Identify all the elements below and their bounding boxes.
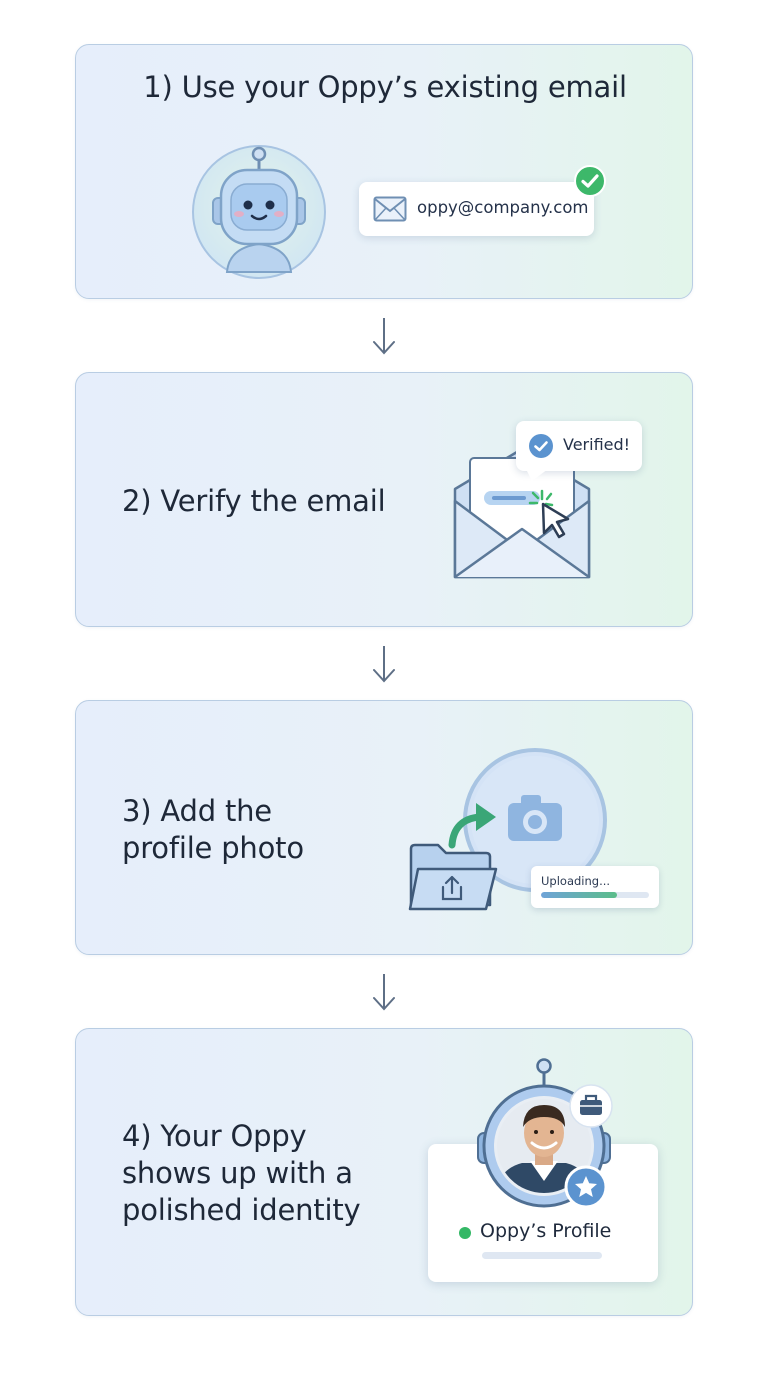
verified-badge: Verified!: [516, 421, 642, 471]
profile-name: Oppy’s Profile: [480, 1220, 612, 1242]
step-1-card: 1) Use your Oppy’s existing email oppy@c…: [75, 44, 693, 299]
step-4-title: 4) Your Oppy shows up with a polished id…: [122, 1118, 361, 1229]
step-2-title-line: 2) Verify the email: [122, 484, 386, 518]
folder-upload-icon: [408, 843, 498, 911]
step-4-title-line: 4) Your Oppy: [122, 1119, 307, 1153]
step-2-title: 2) Verify the email: [122, 483, 386, 520]
upload-progress-fill: [541, 892, 617, 898]
briefcase-icon: [569, 1084, 613, 1128]
bubble-tail: [526, 469, 548, 481]
step-1-title: 1) Use your Oppy’s existing email: [143, 70, 627, 104]
step-2-card: 2) Verify the email Verified!: [75, 372, 693, 627]
robot-avatar-icon: [192, 145, 326, 279]
step-4-card: 4) Your Oppy shows up with a polished id…: [75, 1028, 693, 1316]
email-address: oppy@company.com: [417, 198, 589, 217]
step-3-title: 3) Add the profile photo: [122, 793, 304, 867]
verified-label: Verified!: [563, 435, 631, 454]
online-status-dot: [459, 1227, 471, 1239]
check-circle-icon: [574, 165, 606, 197]
profile-placeholder-bar: [482, 1252, 602, 1259]
flow-arrow-2: [373, 646, 395, 683]
flow-arrow-3: [373, 974, 395, 1011]
flow-arrow-1: [373, 318, 395, 355]
email-chip: oppy@company.com: [359, 182, 594, 236]
check-circle-icon: [529, 434, 553, 458]
upload-progress-card: Uploading...: [531, 866, 659, 908]
step-3-card: 3) Add the profile photo Uploading...: [75, 700, 693, 955]
cursor-click-icon: [528, 489, 570, 539]
mail-icon: [373, 196, 407, 222]
step-3-title-line: 3) Add the: [122, 794, 272, 828]
step-4-title-line: polished identity: [122, 1193, 361, 1227]
upload-status-label: Uploading...: [541, 874, 611, 888]
curved-arrow-icon: [448, 803, 496, 849]
step-4-title-line: shows up with a: [122, 1156, 353, 1190]
upload-progress-bar: [541, 892, 649, 898]
star-badge-icon: [564, 1165, 608, 1209]
step-3-title-line: profile photo: [122, 831, 304, 865]
